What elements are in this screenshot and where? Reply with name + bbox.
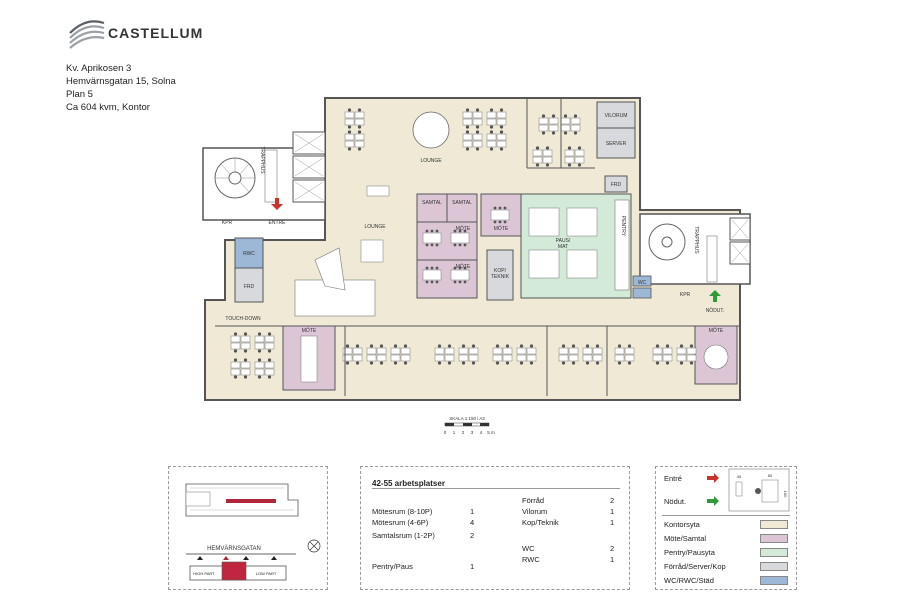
address-floor: Plan 5 xyxy=(66,89,93,100)
desk-height: 45 xyxy=(737,474,742,479)
stat-label-forrad: Förråd xyxy=(522,496,545,505)
label-entre: ENTRÉ xyxy=(269,219,287,226)
legend-entre-label: Entré xyxy=(664,474,682,483)
legend-exit-arrow-icon xyxy=(707,496,719,506)
stat-label-kop-teknik: Kop/Teknik xyxy=(522,518,559,527)
label-server: SERVER xyxy=(606,141,627,147)
scale-label: SKALA 1:150 i A3 xyxy=(449,416,485,421)
scale-tick-4: 4 xyxy=(480,430,483,435)
label-touch-down: TOUCH-DOWN xyxy=(225,316,261,322)
legend-label-forrad-server-kop: Förråd/Server/Kop xyxy=(664,562,726,571)
label-wc: WC xyxy=(638,280,647,286)
workplaces-heading: 42-55 arbetsplatser xyxy=(372,479,445,488)
label-kpr-right: KPR xyxy=(680,292,691,298)
stat-label-pentry-paus: Pentry/Paus xyxy=(372,562,413,571)
stat-value-kop-teknik: 1 xyxy=(610,518,615,527)
label-lounge-mid: LOUNGE xyxy=(364,224,386,230)
compass-icon xyxy=(307,539,321,553)
address-area: Ca 604 kvm, Kontor xyxy=(66,102,150,113)
stat-label-wc: WC xyxy=(522,544,535,553)
stat-value-vilorum: 1 xyxy=(610,507,615,516)
scale-tick-5: 5 m xyxy=(487,430,495,435)
scale-bar: SKALA 1:150 i A3 0 1 2 3 4 5 m xyxy=(444,416,495,435)
stat-value-samtalsrum: 2 xyxy=(470,531,475,540)
legend-entry-arrow-icon xyxy=(707,473,719,483)
stat-value-pentry-paus: 1 xyxy=(470,562,475,571)
label-mote-5: MÖTE xyxy=(709,327,724,334)
legend-swatch-kontorsyta xyxy=(760,520,788,529)
site-low-part: LOW PART xyxy=(256,571,277,576)
floor-plan: LOUNGE LOUNGE VILORUM SERVER FRD SAMTAL … xyxy=(202,97,751,435)
stat-label-motesrum-8-10: Mötesrum (8-10P) xyxy=(372,507,433,516)
label-lounge-top: LOUNGE xyxy=(420,158,442,164)
scale-tick-3: 3 xyxy=(471,430,474,435)
label-trapphus-left: TRAPPHUS xyxy=(259,146,265,174)
label-kpr-left: KPR xyxy=(222,220,233,226)
site-plan: HEMVÄRNSGATAN HIGH PART LOW PART xyxy=(185,483,321,581)
label-trapphus-right: TRAPPHUS xyxy=(693,226,699,254)
stat-label-vilorum: Vilorum xyxy=(522,507,548,516)
label-nodut: NÖDUT. xyxy=(706,307,725,314)
label-kop-teknik: KOP/TEKNIK xyxy=(491,268,510,280)
label-mote-2: MÖTE xyxy=(456,263,471,270)
desk-width: 80 xyxy=(768,473,773,478)
legend-label-mote-samtal: Möte/Samtal xyxy=(664,534,707,543)
legend-divider xyxy=(662,515,790,516)
scale-tick-2: 2 xyxy=(462,430,465,435)
label-pentry: PENTRY xyxy=(620,216,626,237)
label-mote-4: MÖTE xyxy=(302,327,317,334)
scale-tick-1: 1 xyxy=(453,430,456,435)
address-block: Kv. Aprikosen 3 Hemvärnsgatan 15, Solna … xyxy=(66,62,176,114)
label-vilorum: VILORUM xyxy=(605,113,628,119)
stats-divider xyxy=(372,488,620,489)
label-frd-left: FRD xyxy=(244,284,255,290)
stat-label-samtalsrum: Samtalsrum (1-2P) xyxy=(372,531,435,540)
stat-label-rwc: RWC xyxy=(522,555,540,564)
legend-swatch-mote-samtal xyxy=(760,534,788,543)
address-property: Kv. Aprikosen 3 xyxy=(66,63,132,74)
address-street: Hemvärnsgatan 15, Solna xyxy=(66,76,176,87)
stat-value-motesrum-4-6: 4 xyxy=(470,518,475,527)
stair-core-left xyxy=(202,131,326,221)
site-high-part: HIGH PART xyxy=(193,571,215,576)
label-mote-1: MÖTE xyxy=(456,225,471,232)
legend-panel xyxy=(655,466,797,590)
label-paus-mat: PAUS/MAT xyxy=(556,238,571,250)
stair-core-right xyxy=(639,213,751,285)
entry-arrow-icon xyxy=(271,198,283,210)
label-samtal-1: SAMTAL xyxy=(422,200,442,206)
site-plan-panel xyxy=(168,466,328,590)
legend-swatch-forrad-server-kop xyxy=(760,562,788,571)
castellum-logo-icon xyxy=(69,20,105,49)
label-frd-top: FRD xyxy=(611,182,622,188)
stat-value-motesrum-8-10: 1 xyxy=(470,507,475,516)
desk-dimension-diagram: 80 160 45 xyxy=(728,468,790,512)
stats-panel xyxy=(360,466,630,590)
legend-label-pentry-pausyta: Pentry/Pausyta xyxy=(664,548,715,557)
legend-nodut-label: Nödut. xyxy=(664,497,687,506)
stat-label-motesrum-4-6: Mötesrum (4-6P) xyxy=(372,518,429,527)
brand-name: CASTELLUM xyxy=(108,25,204,41)
label-mote-3: MÖTE xyxy=(494,225,509,232)
stat-value-forrad: 2 xyxy=(610,496,615,505)
desk-depth: 160 xyxy=(783,491,788,498)
exit-arrow-icon xyxy=(709,290,721,302)
label-samtal-2: SAMTAL xyxy=(452,200,472,206)
scale-tick-0: 0 xyxy=(444,430,447,435)
label-rwc: RWC xyxy=(243,251,255,257)
site-street-label: HEMVÄRNSGATAN xyxy=(207,545,261,552)
legend-swatch-wc-rwc-stad xyxy=(760,576,788,585)
legend-swatch-pentry-pausyta xyxy=(760,548,788,557)
stat-value-rwc: 1 xyxy=(610,555,615,564)
legend-label-kontorsyta: Kontorsyta xyxy=(664,520,700,529)
legend-label-wc-rwc-stad: WC/RWC/Städ xyxy=(664,576,714,585)
stat-value-wc: 2 xyxy=(610,544,615,553)
